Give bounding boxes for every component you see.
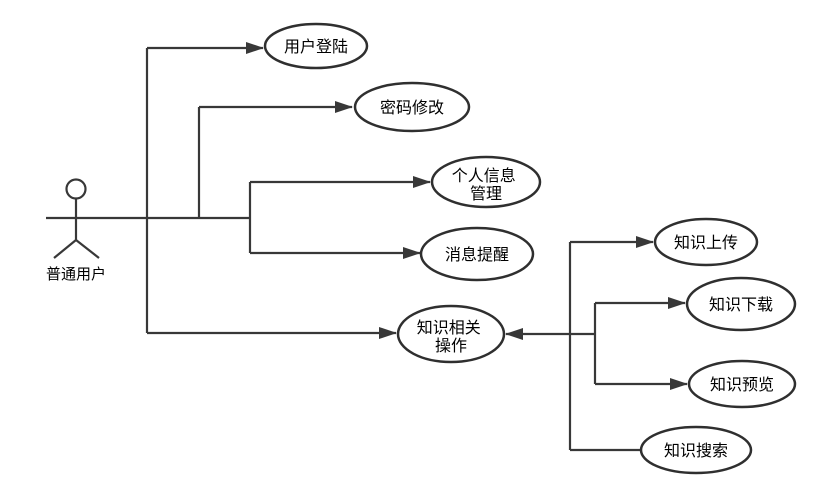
use-case-knowledge-preview: 知识预览 [687,359,797,409]
password-change-label: 密码修改 [380,99,444,117]
password-change-ellipse [353,81,471,133]
use-case-message-remind: 消息提醒 [419,226,535,282]
use-case-knowledge-search: 知识搜索 [639,425,753,475]
knowledge-upload-label: 知识上传 [674,234,738,252]
use-case-knowledge-upload: 知识上传 [653,217,759,267]
actor-label: 普通用户 [46,266,106,283]
profile-management-label: 个人信息 管理 [452,167,520,203]
knowledge-preview-label: 知识预览 [710,376,774,394]
actor-right-leg [75,239,100,259]
knowledge-download-ellipse [685,276,797,332]
knowledge-preview-ellipse [687,359,797,409]
use-case-password-change: 密码修改 [353,81,471,133]
use-case-knowledge-operations: 知识相关 操作 [396,304,506,364]
actor-figure: 普通用户 [46,178,106,283]
knowledge-search-ellipse [639,425,753,475]
actor-left-leg [53,239,77,259]
message-remind-ellipse [419,226,535,282]
knowledge-upload-ellipse [653,217,759,267]
user-login-label: 用户登陆 [284,38,348,56]
use-case-knowledge-download: 知识下载 [685,276,797,332]
user-login-ellipse [263,22,369,70]
message-remind-label: 消息提醒 [445,246,509,264]
use-case-profile-management: 个人信息 管理 [430,155,542,209]
knowledge-operations-ellipse [396,304,506,364]
connector-edges [147,42,688,452]
knowledge-search-label: 知识搜索 [664,442,728,460]
actor-head [65,178,87,200]
knowledge-operations-label: 知识相关 操作 [417,319,485,355]
profile-management-ellipse [430,155,542,209]
knowledge-download-label: 知识下载 [709,296,773,314]
connector-trunks [46,48,597,450]
use-case-user-login: 用户登陆 [263,22,369,70]
